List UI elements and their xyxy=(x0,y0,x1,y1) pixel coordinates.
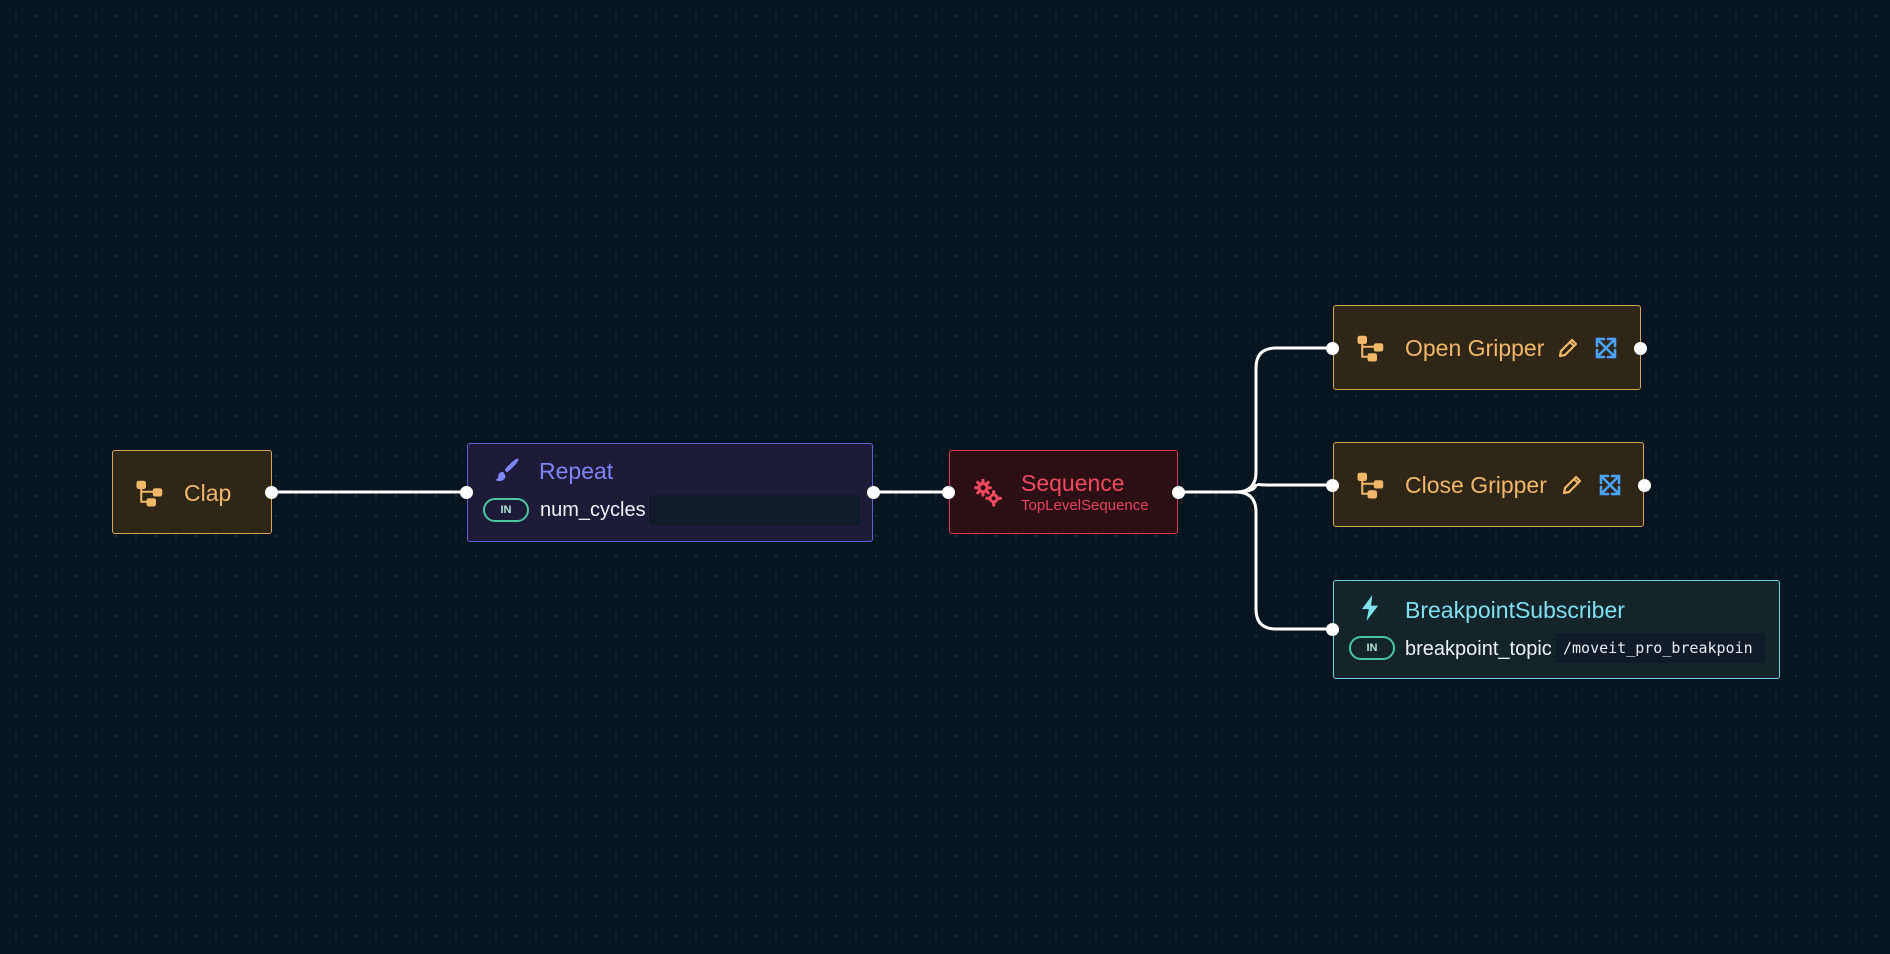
input-handle-sequence[interactable] xyxy=(941,485,955,499)
port-name: breakpoint_topic xyxy=(1405,638,1552,660)
node-clap[interactable]: Clap xyxy=(112,450,272,534)
output-handle-open-gripper[interactable] xyxy=(1633,341,1647,355)
input-handle-breakpoint-subscriber[interactable] xyxy=(1325,622,1339,636)
output-handle-clap[interactable] xyxy=(264,485,278,499)
input-handle-open-gripper[interactable] xyxy=(1325,341,1339,355)
node-title: Repeat xyxy=(539,458,614,484)
pencil-icon[interactable] xyxy=(1556,336,1580,360)
subtree-icon xyxy=(136,480,163,507)
node-close-gripper[interactable]: Close Gripper xyxy=(1333,442,1644,527)
edge-sequence-close-gripper xyxy=(1235,482,1332,494)
output-handle-sequence[interactable] xyxy=(1171,485,1185,499)
brush-icon xyxy=(495,458,519,482)
port-direction-badge: IN xyxy=(1349,636,1395,660)
port-direction-badge: IN xyxy=(483,498,529,522)
gears-icon xyxy=(974,478,1002,507)
expand-icon[interactable] xyxy=(1594,336,1618,360)
node-repeat[interactable]: Repeat IN num_cycles xyxy=(467,443,873,542)
subtree-icon xyxy=(1357,472,1384,499)
subtree-icon xyxy=(1357,335,1384,362)
node-open-gripper[interactable]: Open Gripper xyxy=(1333,305,1641,390)
edge-sequence-open-gripper xyxy=(1178,346,1332,494)
expand-icon[interactable] xyxy=(1598,473,1622,497)
edge-sequence-breakpoint xyxy=(1235,490,1332,631)
output-handle-repeat[interactable] xyxy=(866,485,880,499)
node-sequence[interactable]: Sequence TopLevelSequence xyxy=(949,450,1178,534)
input-handle-close-gripper[interactable] xyxy=(1325,478,1339,492)
node-title: BreakpointSubscriber xyxy=(1405,597,1625,623)
node-subtitle: TopLevelSequence xyxy=(1021,497,1149,514)
num-cycles-input[interactable] xyxy=(649,495,860,525)
node-breakpoint-subscriber[interactable]: BreakpointSubscriber IN breakpoint_topic xyxy=(1333,580,1780,679)
port-name: num_cycles xyxy=(540,499,646,521)
node-title: Open Gripper xyxy=(1405,335,1545,361)
output-handle-close-gripper[interactable] xyxy=(1637,478,1651,492)
node-title: Clap xyxy=(184,480,232,506)
breakpoint-topic-input[interactable] xyxy=(1556,633,1765,663)
pencil-icon[interactable] xyxy=(1560,473,1584,497)
node-title: Sequence xyxy=(1021,470,1125,496)
lightning-icon xyxy=(1361,595,1379,621)
node-title: Close Gripper xyxy=(1405,472,1547,498)
input-handle-repeat[interactable] xyxy=(459,485,473,499)
